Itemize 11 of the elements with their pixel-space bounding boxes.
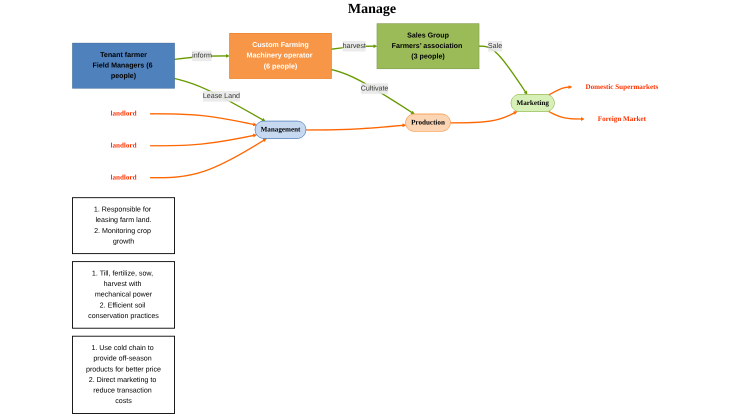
arrow xyxy=(150,134,257,146)
arrow xyxy=(174,78,266,122)
arrow xyxy=(548,110,585,121)
text-label: Manage xyxy=(348,2,396,17)
arrow xyxy=(306,123,406,131)
arrow xyxy=(548,85,572,96)
arrow xyxy=(150,113,257,126)
arrow xyxy=(479,46,528,95)
arrow xyxy=(150,138,267,178)
arrow xyxy=(331,68,415,114)
arrow xyxy=(450,111,518,124)
